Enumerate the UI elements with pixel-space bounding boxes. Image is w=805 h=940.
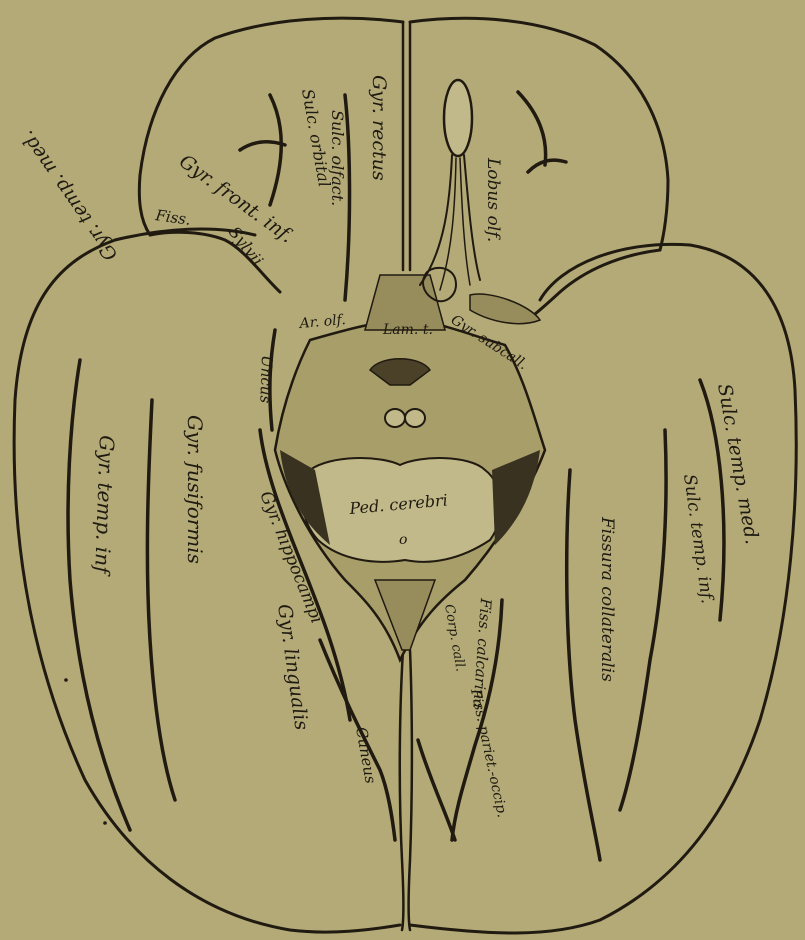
engraving-dot xyxy=(64,678,68,682)
label-gyr-rectus: Gyr. rectus xyxy=(368,75,390,181)
olfactory-bulb xyxy=(444,80,472,156)
label-sulc-olfact: Sulc. olfact. xyxy=(328,110,347,206)
label-lam-t: Lam. t. xyxy=(382,322,433,338)
label-uncus: Uncus xyxy=(256,355,276,404)
label-fissura-collateralis: Fissura collateralis xyxy=(597,516,617,682)
engraving-dot xyxy=(103,821,107,825)
mammillary-body-right xyxy=(405,409,425,427)
label-gyr-fusiformis: Gyr. fusiformis xyxy=(183,415,207,564)
mammillary-body-left xyxy=(385,409,405,427)
label-lobus-olf: Lobus olf. xyxy=(483,157,503,242)
label-gyr-temp-inf: Gyr. temp. inf xyxy=(90,435,119,578)
label-ped-o: o xyxy=(399,532,407,548)
